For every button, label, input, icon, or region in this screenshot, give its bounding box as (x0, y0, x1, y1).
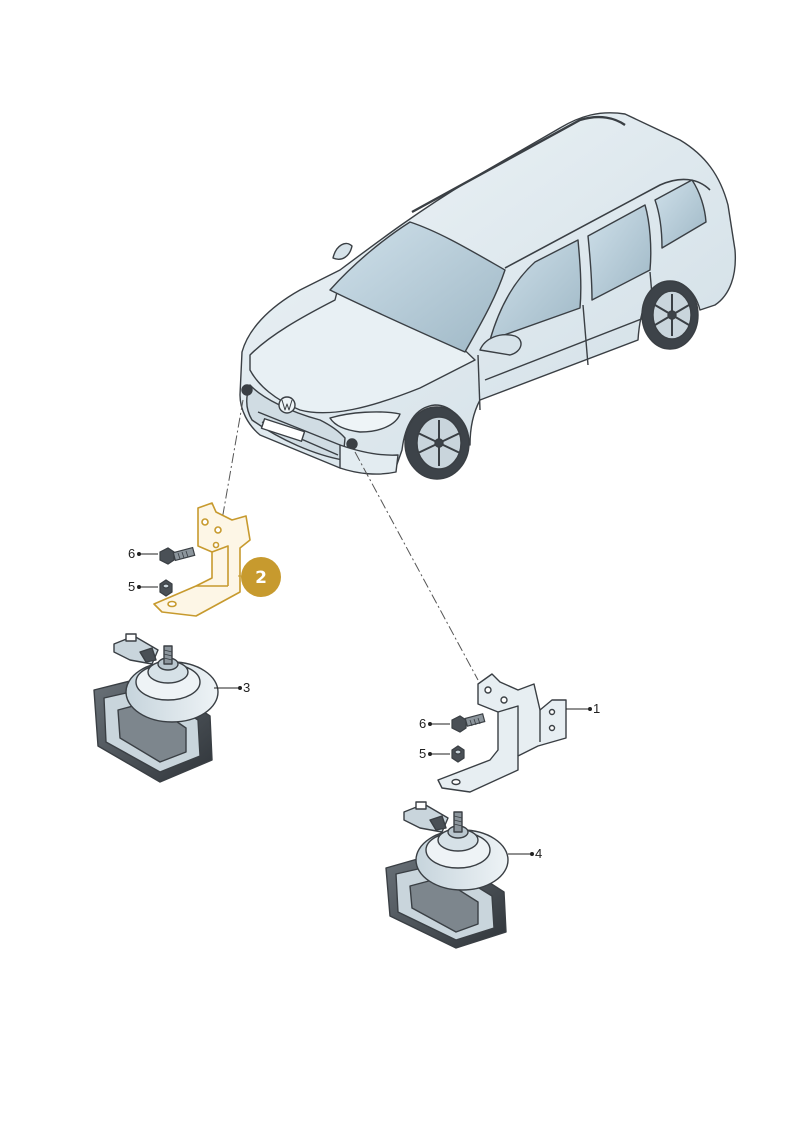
bolt-right (451, 713, 486, 733)
callout-bracket-left: 2 (255, 568, 267, 588)
callout-badge-bracket-left: 2 (241, 557, 281, 597)
car-rear-wheel (641, 280, 699, 350)
car-antenna-mirror (332, 242, 353, 260)
car-front-wheel (404, 406, 470, 480)
leader-line-left (221, 399, 244, 521)
car-quarter-window (654, 179, 707, 249)
nut-left (159, 579, 173, 597)
callout-nut-right: 5 (419, 746, 426, 761)
car-front-window (489, 239, 582, 341)
callout-horn-right: 4 (535, 846, 542, 861)
car-headlight (329, 411, 401, 433)
callout-bracket-right: 1 (593, 701, 600, 716)
horn-right (385, 801, 509, 949)
bracket-left-highlighted (153, 502, 251, 617)
nut-right (451, 745, 465, 763)
horn-left (93, 633, 219, 783)
car-illustration (239, 112, 737, 480)
callout-bolt-right: 6 (419, 716, 426, 731)
callout-horn-left: 3 (243, 680, 250, 695)
callouts (137, 552, 592, 856)
horn-location-left (241, 384, 253, 396)
callout-nut-left: 5 (128, 579, 135, 594)
car-mirror (479, 334, 522, 356)
leader-lines (221, 399, 479, 681)
car-rear-window (587, 204, 652, 301)
callout-bolt-left: 6 (128, 546, 135, 561)
bolt-left (159, 546, 196, 565)
car-windshield (329, 221, 506, 353)
car-roof-rail (411, 115, 626, 214)
bracket-right (437, 673, 567, 793)
leader-line-right (354, 451, 479, 681)
